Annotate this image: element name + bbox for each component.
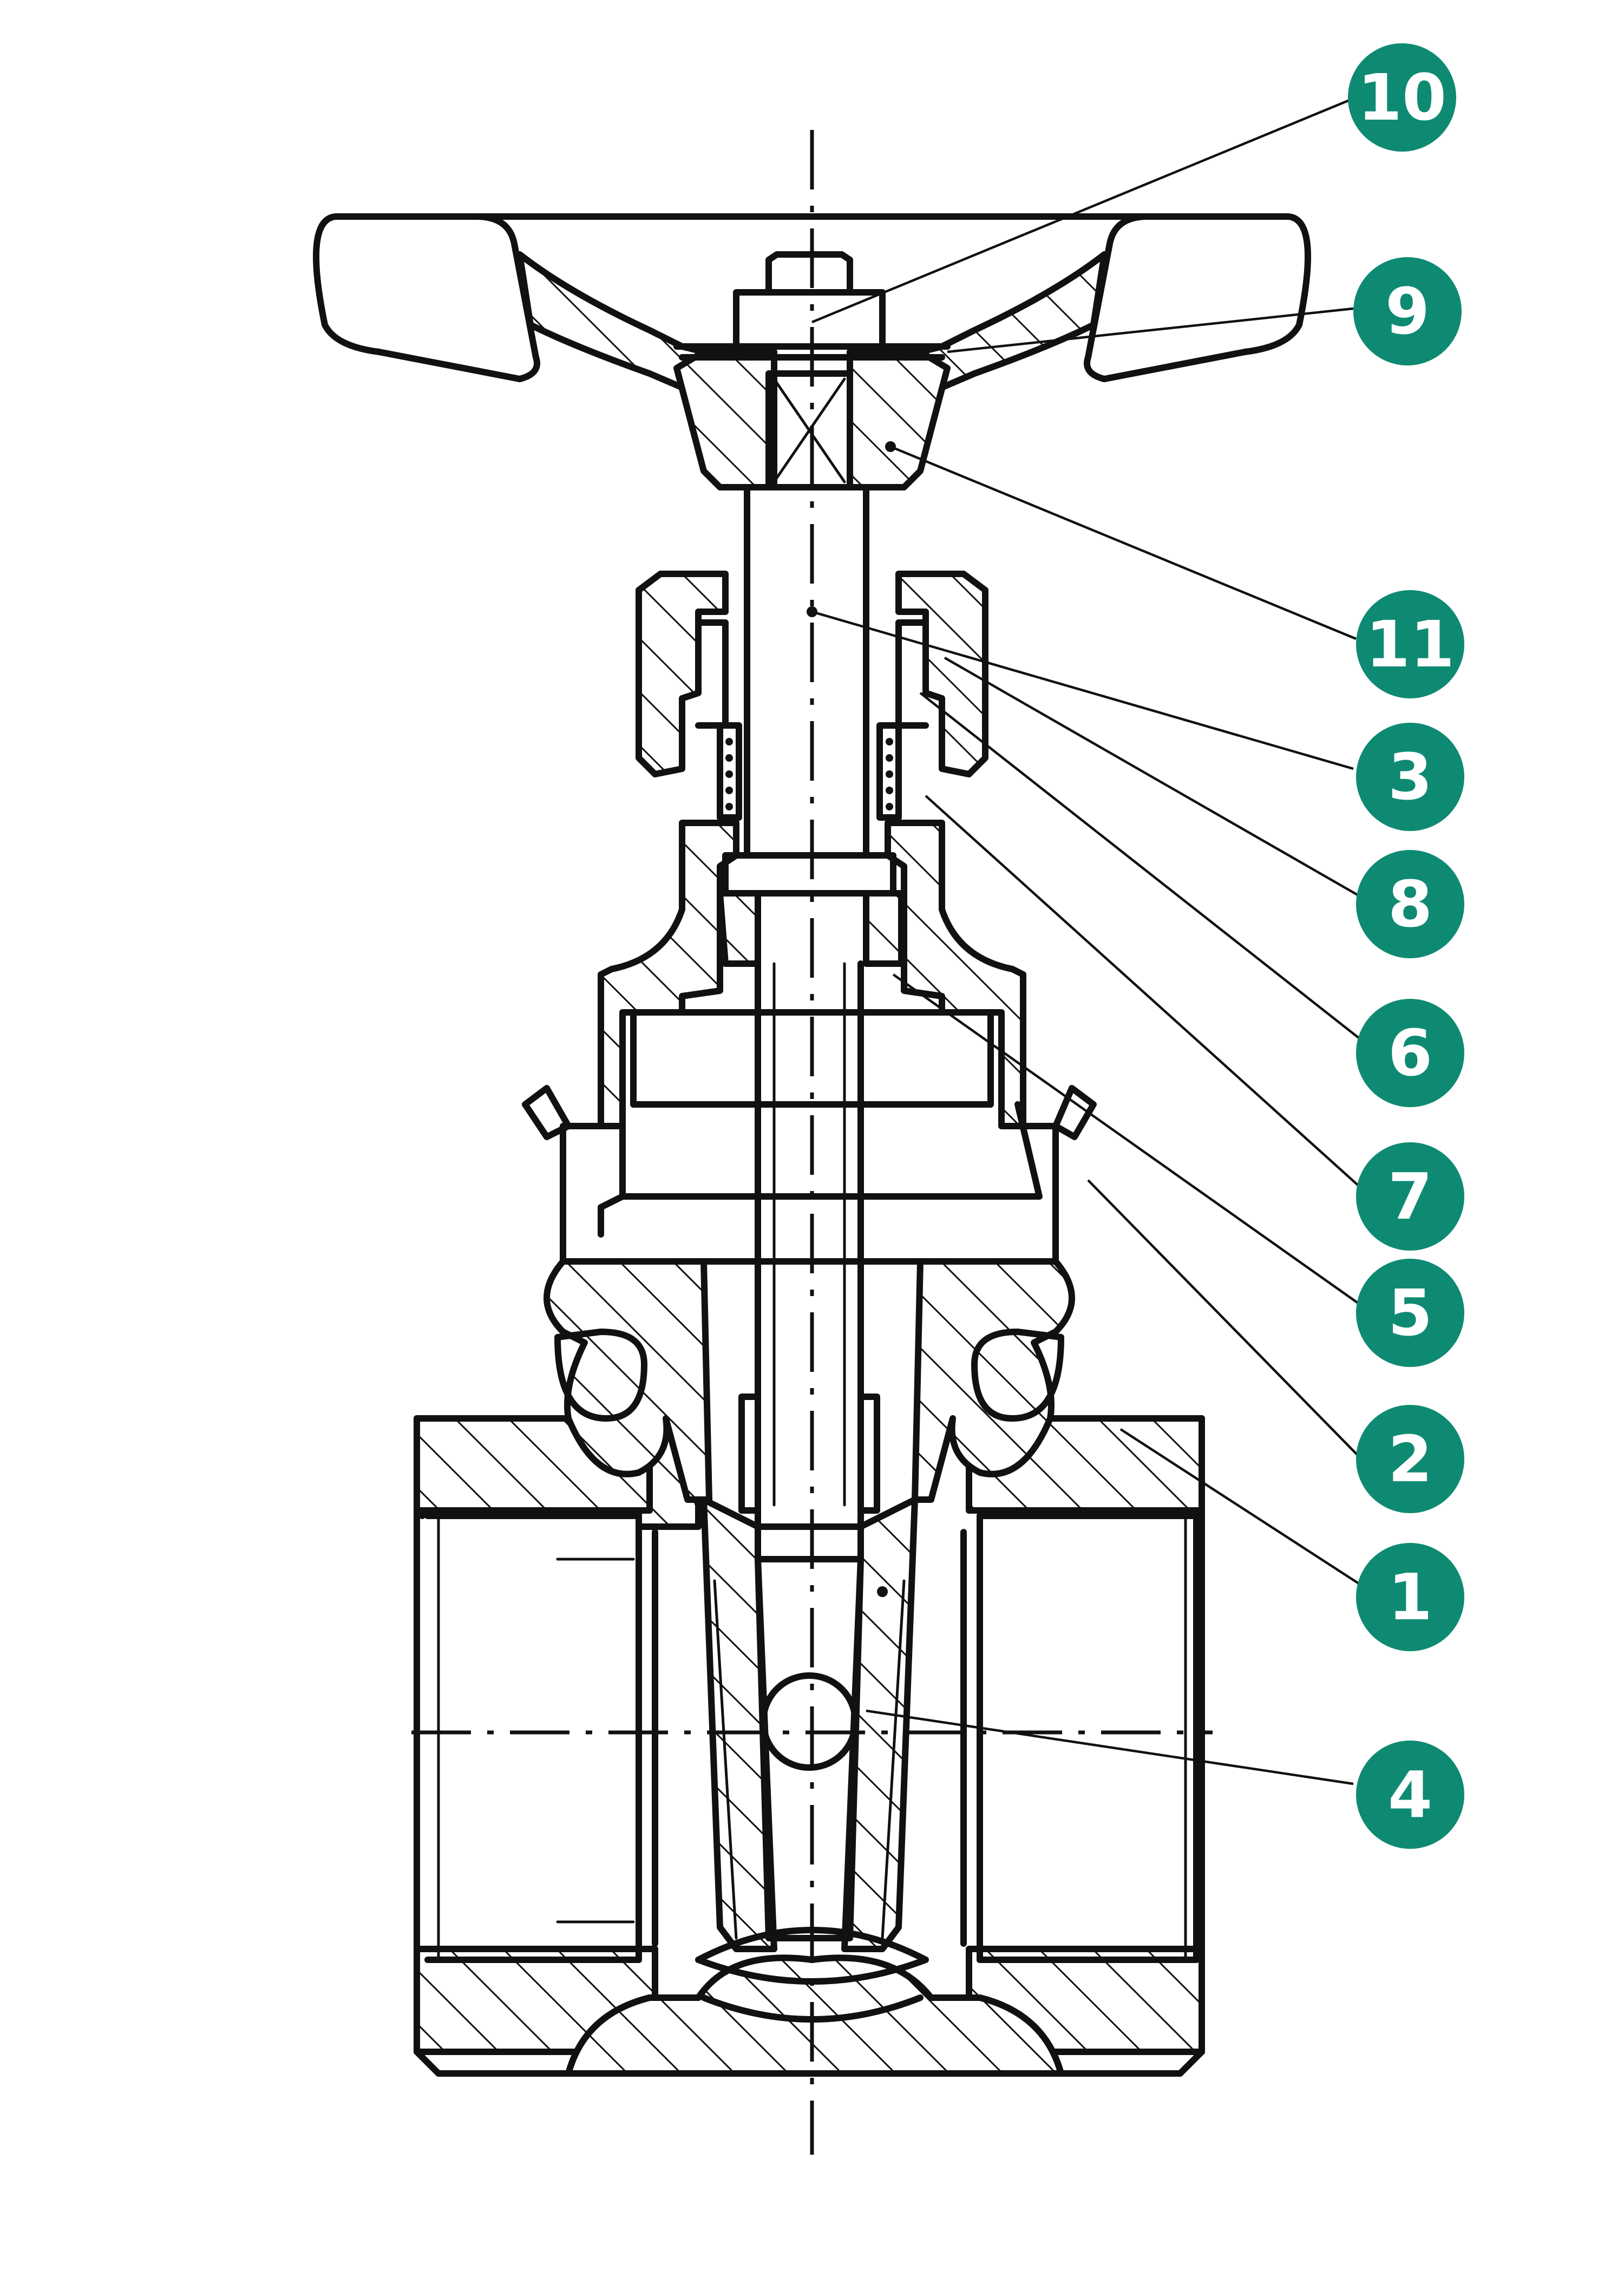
wedge-disc — [695, 1394, 929, 1985]
callout-10: 10 — [1348, 43, 1456, 152]
callout-4-label: 4 — [1388, 1757, 1432, 1832]
handwheel — [313, 213, 1311, 490]
bonnet — [522, 820, 1097, 1503]
callout-5-label: 5 — [1388, 1275, 1432, 1350]
packing-dots — [725, 738, 893, 810]
callout-1-label: 1 — [1388, 1560, 1432, 1634]
callout-10-label: 10 — [1358, 60, 1446, 135]
callout-8: 8 — [1356, 850, 1464, 958]
callout-2: 2 — [1356, 1405, 1464, 1513]
callout-6: 6 — [1356, 999, 1464, 1107]
callout-2-label: 2 — [1388, 1422, 1432, 1496]
callout-7: 7 — [1356, 1142, 1464, 1251]
callout-8-label: 8 — [1388, 867, 1432, 941]
callout-4: 4 — [1356, 1741, 1464, 1849]
callout-11-label: 11 — [1366, 607, 1455, 682]
callout-3: 3 — [1356, 723, 1464, 831]
callout-3-label: 3 — [1388, 740, 1432, 814]
callout-9: 9 — [1353, 257, 1462, 365]
callout-11: 11 — [1356, 590, 1464, 698]
packing-gland — [636, 571, 988, 821]
leader-lines — [807, 96, 1365, 1785]
callout-6-label: 6 — [1388, 1016, 1432, 1090]
valve-body — [414, 1415, 1205, 2077]
callout-7-label: 7 — [1388, 1159, 1432, 1234]
callout-9-label: 9 — [1385, 274, 1430, 349]
callout-5: 5 — [1356, 1259, 1464, 1367]
callout-1: 1 — [1356, 1543, 1464, 1651]
